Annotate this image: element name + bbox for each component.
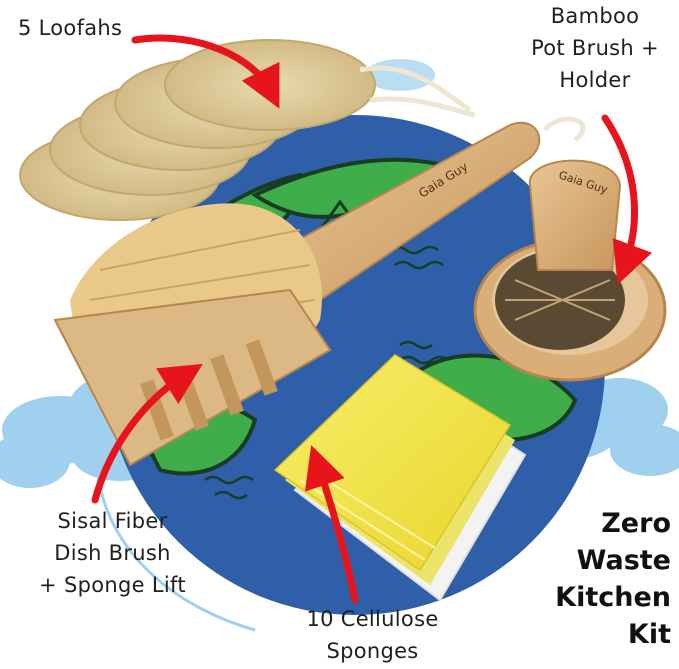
arrow-sponges xyxy=(304,445,359,604)
label-sponges: 10 Cellulose Sponges xyxy=(306,607,439,663)
cellulose-sponges xyxy=(273,354,527,602)
label-dish-brush: Sisal Fiber Dish Brush + Sponge Lift xyxy=(39,509,186,597)
arrow-loofahs xyxy=(131,34,280,109)
label-pot-brush: Bamboo Pot Brush + Holder xyxy=(531,4,659,92)
arrow-dish-brush xyxy=(91,363,203,504)
kit-title: Zero Waste Kitchen Kit xyxy=(555,508,671,650)
callout-arrows xyxy=(91,34,653,604)
bamboo-pot-brush xyxy=(473,116,667,382)
label-loofahs: 5 Loofahs xyxy=(18,16,123,40)
arrow-pot-brush xyxy=(601,114,653,285)
